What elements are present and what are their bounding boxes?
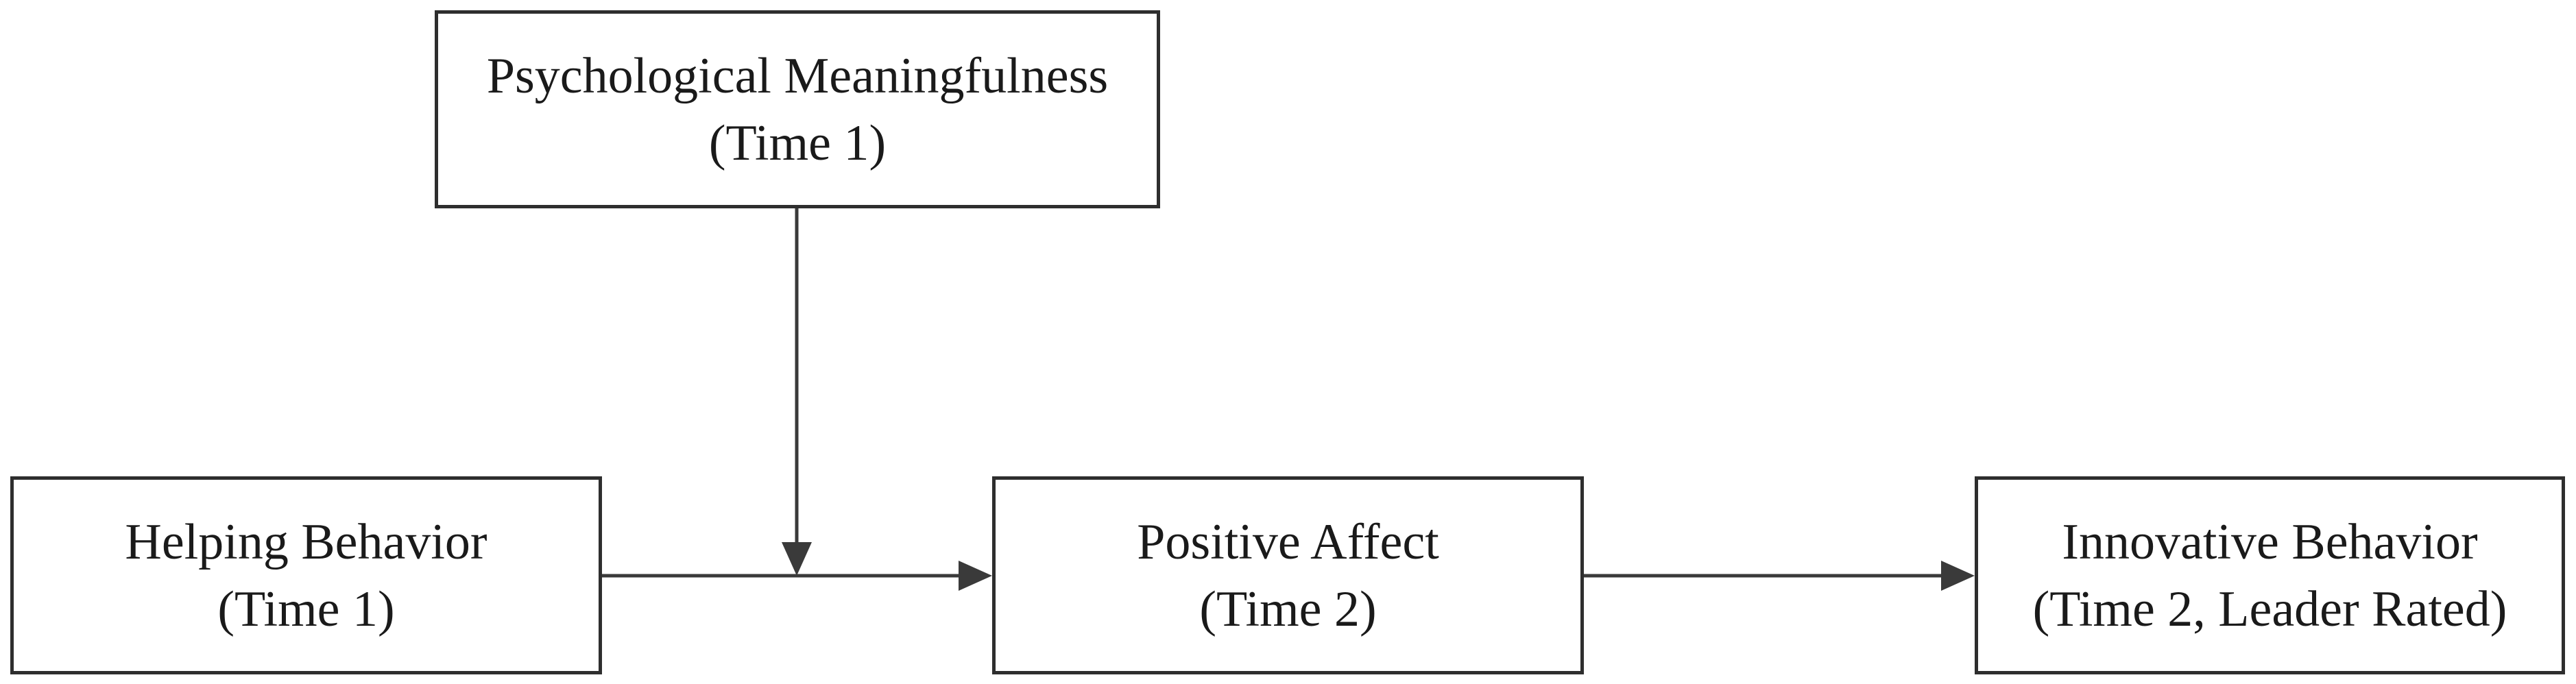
node-label-line2: (Time 2) bbox=[1199, 581, 1377, 637]
node-label-line1: Innovative Behavior bbox=[2062, 513, 2478, 570]
node-psychological-meaningfulness: Psychological Meaningfulness (Time 1) bbox=[435, 10, 1160, 208]
node-positive-affect: Positive Affect (Time 2) bbox=[992, 476, 1584, 674]
node-helping-behavior: Helping Behavior (Time 1) bbox=[10, 476, 602, 674]
node-innovative-behavior: Innovative Behavior (Time 2, Leader Rate… bbox=[1975, 476, 2565, 674]
node-label-line2: (Time 1) bbox=[217, 581, 395, 637]
node-label-line1: Positive Affect bbox=[1137, 513, 1439, 570]
node-label-line1: Helping Behavior bbox=[125, 513, 487, 570]
node-label-line1: Psychological Meaningfulness bbox=[486, 47, 1109, 104]
arrowhead-moderator-to-path bbox=[782, 542, 812, 576]
node-label-line2: (Time 1) bbox=[708, 114, 887, 171]
arrowhead-positive-to-innovative bbox=[1941, 561, 1975, 591]
node-label-line2: (Time 2, Leader Rated) bbox=[2032, 581, 2507, 637]
arrowhead-helping-to-positive bbox=[959, 561, 992, 591]
